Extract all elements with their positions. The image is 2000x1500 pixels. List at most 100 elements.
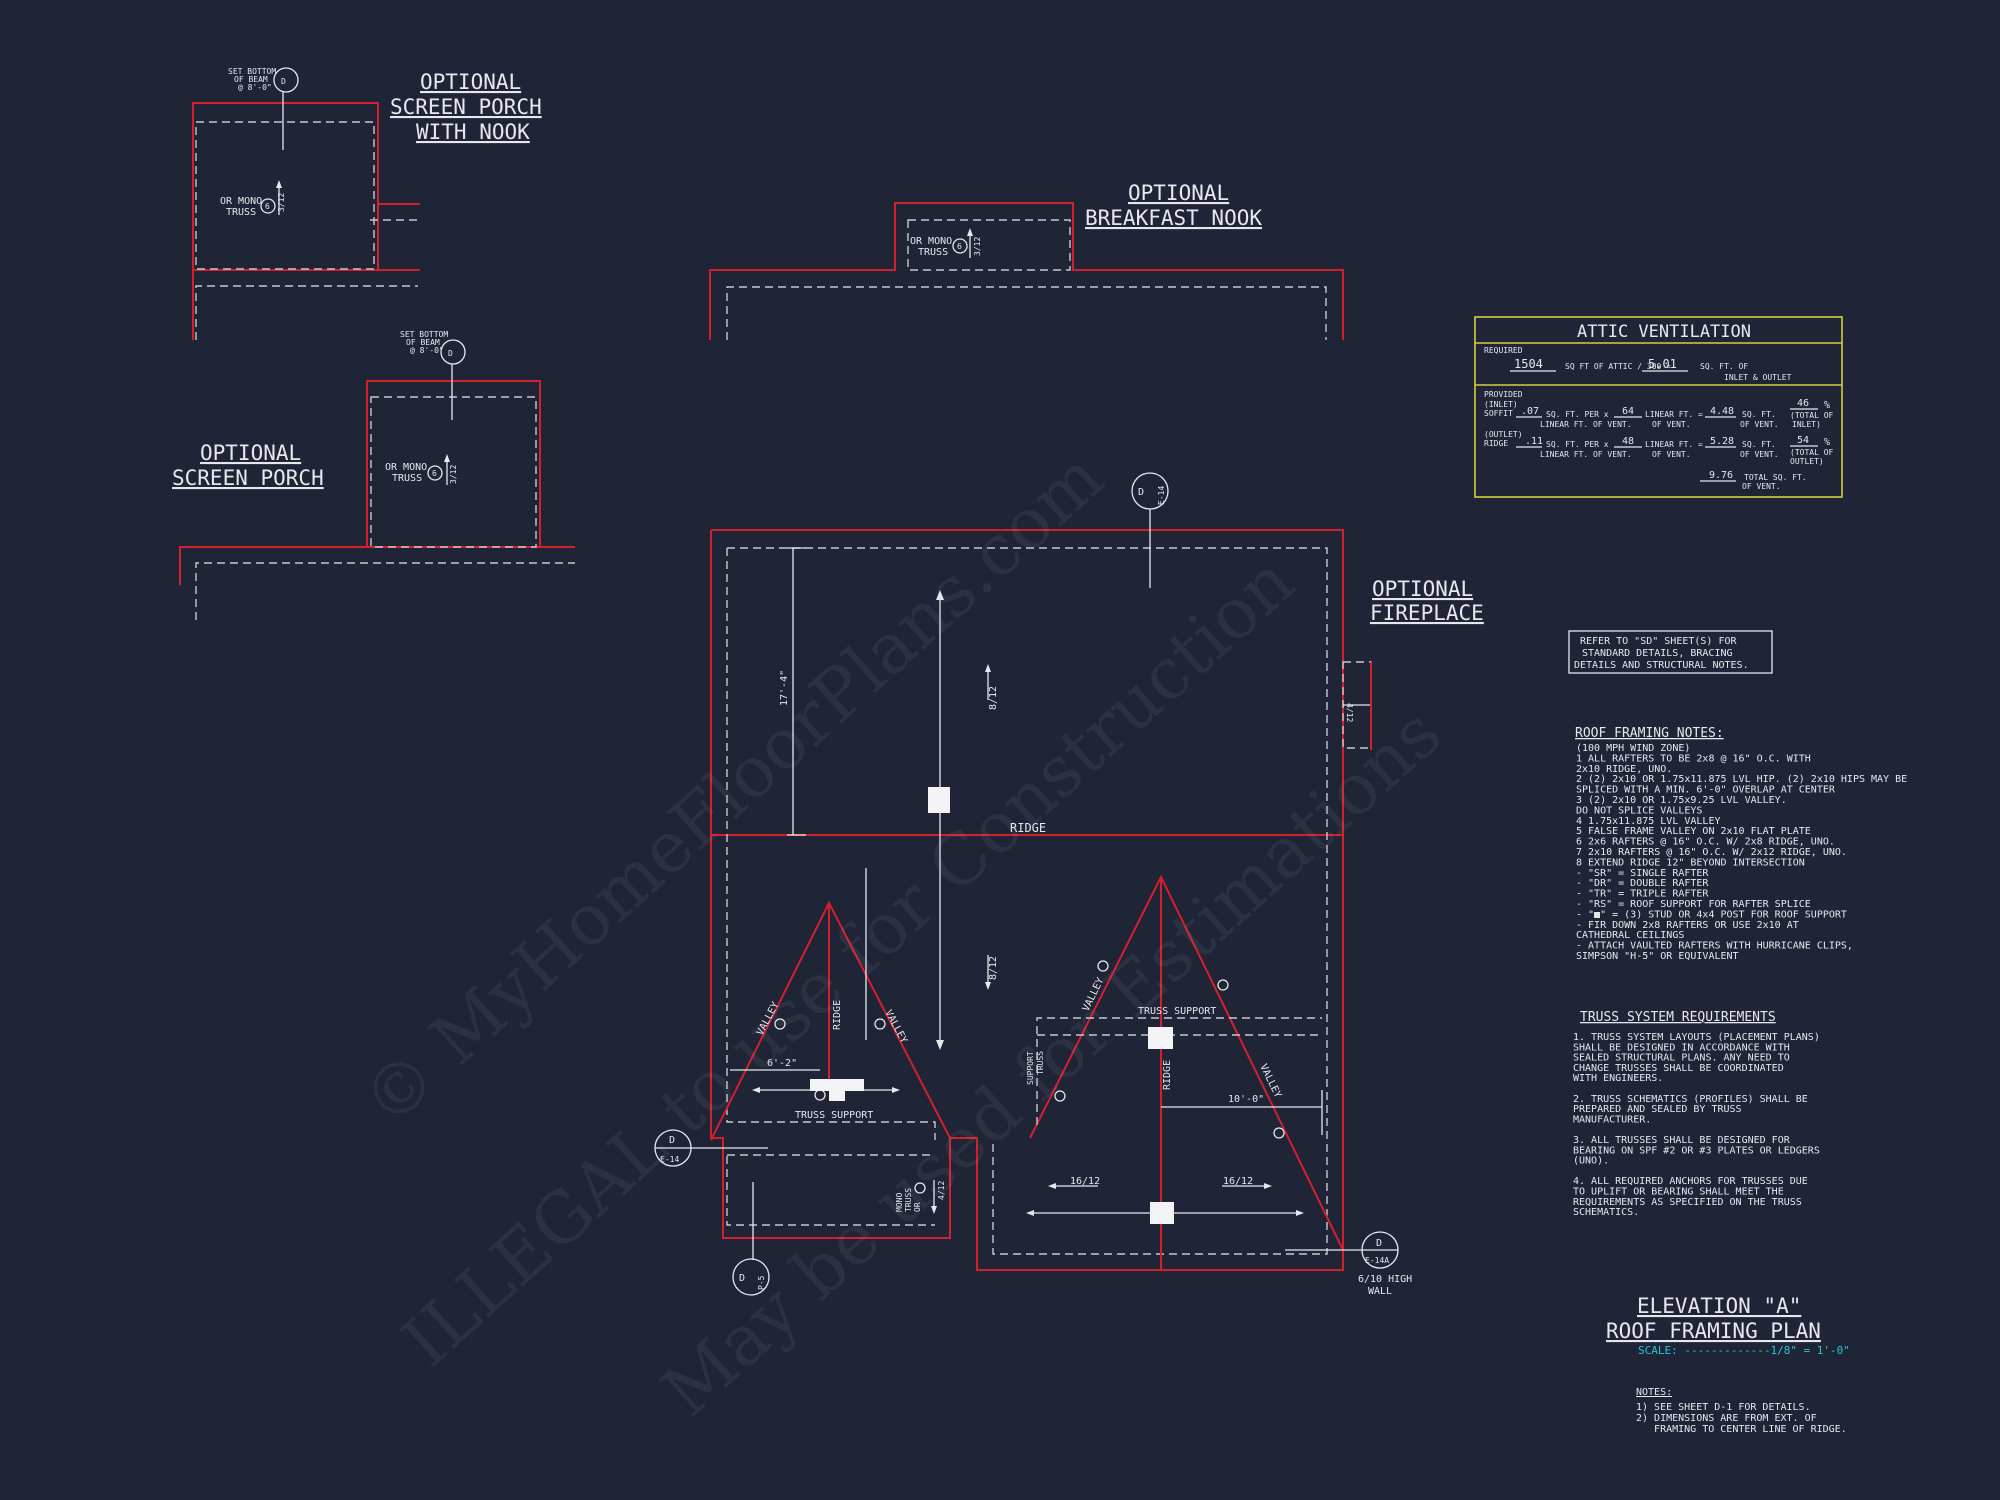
callout-screen-porch-nook: OPTIONAL	[420, 70, 521, 94]
pitch-label: 3/12	[277, 193, 286, 212]
truss-support-label: TRUSS SUPPORT	[795, 1110, 873, 1121]
area-sub: OF VENT.	[1740, 420, 1779, 429]
valley-label: VALLEY	[882, 1008, 909, 1045]
roof-notes-title: ROOF FRAMING NOTES:	[1575, 726, 1724, 741]
screen-porch-nook-plan: D SET BOTTOM OF BEAM @ 8'-0" OR MONO TRU…	[192, 67, 542, 340]
pitch-label: 8/12	[988, 686, 999, 710]
total-vent: 9.76	[1709, 470, 1733, 481]
note-line: REQUIREMENTS AS SPECIFIED ON THE TRUSS	[1573, 1197, 1802, 1208]
screen-porch-plan: D SET BOTTOM OF BEAM @ 8'-0" OR MONO TRU…	[172, 330, 575, 620]
roof-notes-lines: (100 MPH WIND ZONE)1 ALL RAFTERS TO BE 2…	[1576, 743, 1907, 962]
mono-truss-label: TRUSS	[226, 207, 256, 218]
pitch-label: 3/12	[973, 237, 982, 256]
note-line: 2x10 RIDGE, UNO.	[1576, 764, 1672, 775]
general-notes-title: NOTES:	[1636, 1387, 1672, 1398]
outlet-percent-sub: OUTLET)	[1790, 457, 1824, 466]
mono-truss-label: OR	[913, 1202, 922, 1212]
drawing-title: ROOF FRAMING PLAN	[1606, 1319, 1821, 1343]
callout-breakfast-nook: BREAKFAST NOOK	[1085, 206, 1262, 230]
note-line: (UNO).	[1573, 1156, 1609, 1167]
wall-note: WALL	[1368, 1286, 1392, 1297]
required-text: SQ FT OF ATTIC / 300 =	[1565, 362, 1671, 371]
dimension-17-4: 17'-4"	[779, 670, 790, 706]
marker-letter: D	[1376, 1238, 1382, 1249]
note-line: WITH ENGINEERS.	[1573, 1073, 1663, 1084]
callout-fireplace: OPTIONAL	[1372, 577, 1473, 601]
outlet-label: (OUTLET)	[1484, 430, 1523, 439]
refer-line: REFER TO "SD" SHEET(S) FOR	[1580, 636, 1738, 647]
attic-title: ATTIC VENTILATION	[1577, 322, 1751, 342]
inlet-area: 4.48	[1710, 406, 1734, 417]
note-line: 6 2x6 RAFTERS @ 16" O.C. W/ 2x8 RIDGE, U…	[1576, 837, 1835, 848]
callout-breakfast-nook: OPTIONAL	[1128, 181, 1229, 205]
note-line: 7 2x10 RAFTERS @ 16" O.C. W/ 2x12 RIDGE,…	[1576, 847, 1847, 858]
note-number: 6	[432, 469, 437, 478]
required-result: 5.01	[1648, 357, 1677, 371]
marker-letter: D	[281, 77, 286, 86]
mono-truss-label: OR MONO	[910, 236, 952, 247]
ridge-label: RIDGE	[832, 1000, 843, 1030]
note-line: 1 ALL RAFTERS TO BE 2x8 @ 16" O.C. WITH	[1576, 753, 1811, 764]
note-line: CATHEDRAL CEILINGS	[1576, 930, 1684, 941]
note-line: - "■" = (3) STUD OR 4x4 POST FOR ROOF SU…	[1576, 909, 1847, 920]
note-line: 2. TRUSS SCHEMATICS (PROFILES) SHALL BE	[1573, 1094, 1808, 1105]
support-truss-label: TRUSS	[1036, 1051, 1045, 1075]
outlet-percent-sub: (TOTAL OF	[1790, 448, 1834, 457]
note-line: SEALED STRUCTURAL PLANS. ANY NEED TO	[1573, 1053, 1790, 1064]
dimension-10-0: 10'-0"	[1228, 1094, 1264, 1105]
note-line: 2 (2) 2x10 OR 1.75x11.875 LVL HIP. (2) 2…	[1576, 774, 1907, 785]
required-unit: INLET & OUTLET	[1724, 373, 1792, 382]
area-text: SQ. FT.	[1742, 440, 1776, 449]
note-line: SPLICED WITH A MIN. 6'-0" OVERLAP AT CEN…	[1576, 785, 1836, 796]
per-text: SQ. FT. PER x	[1546, 410, 1609, 419]
percent-sign: %	[1824, 437, 1830, 448]
note-line: 4 1.75x11.875 LVL VALLEY	[1576, 816, 1721, 827]
beam-note: @ 8'-0"	[238, 83, 272, 92]
outlet-linear: 48	[1622, 436, 1634, 447]
mono-truss-label: MONO	[895, 1193, 904, 1212]
ridge-label: RIDGE	[1162, 1060, 1173, 1090]
note-line: MANUFACTURER.	[1573, 1114, 1651, 1125]
support-truss-label: SUPPORT	[1026, 1051, 1035, 1085]
note-line: CHANGE TRUSSES SHALL BE COORDINATED	[1573, 1063, 1784, 1074]
note-line: - "SR" = SINGLE RAFTER	[1576, 868, 1709, 879]
attic-ventilation-table: ATTIC VENTILATION REQUIRED 1504 SQ FT OF…	[1474, 316, 1843, 498]
note-line: SHALL BE DESIGNED IN ACCORDANCE WITH	[1573, 1042, 1790, 1053]
section-marker-d2	[273, 67, 299, 93]
mono-truss-label: OR MONO	[220, 196, 262, 207]
mono-truss-label: TRUSS	[392, 473, 422, 484]
inlet-label: SOFFIT	[1484, 409, 1513, 418]
pitch-label: 4/12	[1345, 703, 1354, 722]
drawing-title-block: ELEVATION "A" ROOF FRAMING PLAN SCALE: -…	[1606, 1294, 1850, 1357]
area-sub: OF VENT.	[1740, 450, 1779, 459]
pitch-label: 4/12	[937, 1181, 946, 1200]
note-line: - FIR DOWN 2x8 RAFTERS OR USE 2x10 AT	[1576, 920, 1799, 931]
marker-ref: E-14A	[1365, 1256, 1389, 1265]
marker-ref: P-5	[757, 1275, 766, 1290]
general-note-line: 2) DIMENSIONS ARE FROM EXT. OF	[1636, 1413, 1817, 1424]
note-line: - "TR" = TRIPLE RAFTER	[1576, 889, 1709, 900]
per-text: SQ. FT. PER x	[1546, 440, 1609, 449]
truss-support-label: TRUSS SUPPORT	[1138, 1006, 1216, 1017]
beam-note: SET BOTTOM	[400, 330, 448, 339]
note-line: (100 MPH WIND ZONE)	[1576, 743, 1690, 754]
section-marker-d2	[440, 339, 466, 365]
note-line: TO UPLIFT OR BEARING SHALL MEET THE	[1573, 1187, 1784, 1198]
drawing-scale: SCALE: -------------1/8" = 1'-0"	[1638, 1344, 1850, 1357]
inlet-linear: 64	[1622, 406, 1634, 417]
marker-letter: D	[448, 349, 453, 358]
note-line: BEARING ON SPF #2 OR #3 PLATES OR LEDGER…	[1573, 1145, 1820, 1156]
outlet-label: RIDGE	[1484, 439, 1508, 448]
required-unit: SQ. FT. OF	[1700, 362, 1748, 371]
pitch-label: 8/12	[988, 956, 999, 980]
callout-screen-porch: SCREEN PORCH	[172, 466, 324, 490]
required-label: REQUIRED	[1484, 346, 1523, 355]
provided-label: PROVIDED	[1484, 390, 1523, 399]
total-text: OF VENT.	[1742, 482, 1781, 491]
per-sub: LINEAR FT. OF VENT.	[1540, 420, 1632, 429]
marker-ref: E-14	[660, 1155, 679, 1164]
callout-screen-porch: OPTIONAL	[200, 441, 301, 465]
outlet-area: 5.28	[1710, 436, 1734, 447]
outlet-percent: 54	[1797, 435, 1809, 446]
